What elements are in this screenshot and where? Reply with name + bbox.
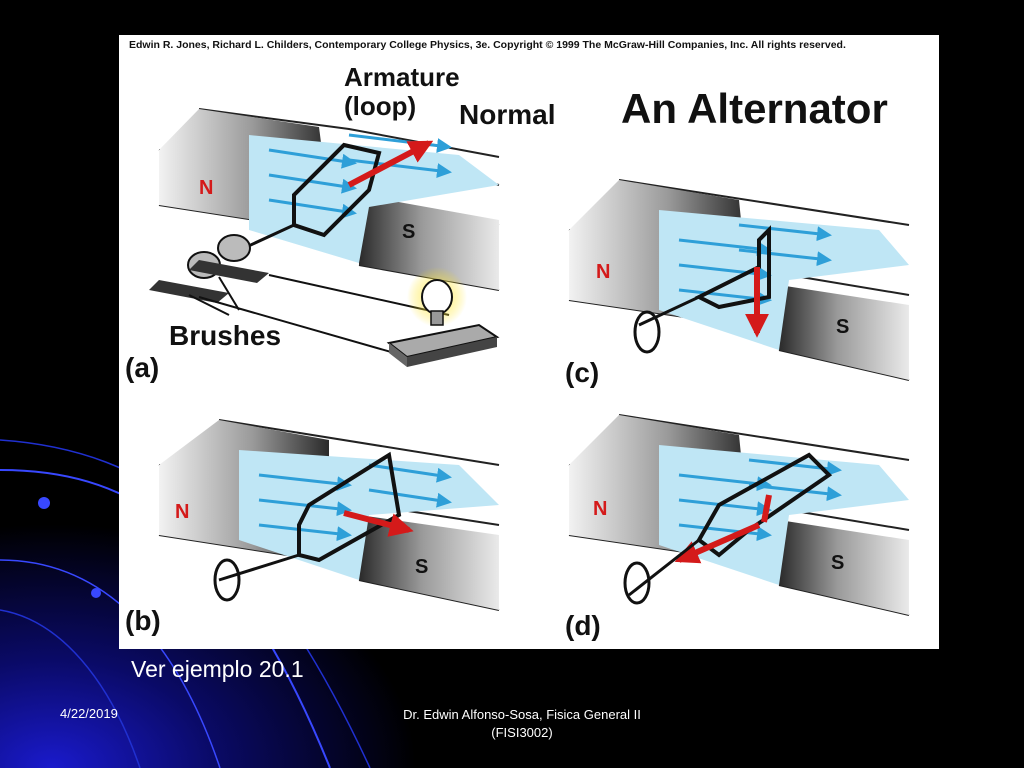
figure-title: An Alternator	[621, 85, 888, 132]
south-pole-label-b: S	[415, 556, 429, 578]
armature-label: Armature (loop)	[344, 63, 460, 121]
author-line2: (FISI3002)	[491, 725, 553, 740]
armature-label-line2: (loop)	[344, 91, 417, 121]
panel-d-drawing	[568, 414, 910, 616]
alternator-drawing	[149, 108, 910, 616]
alternator-figure: Edwin R. Jones, Richard L. Childers, Con…	[119, 35, 939, 649]
panel-a-label: (a)	[125, 352, 160, 383]
panel-b-label: (b)	[125, 605, 161, 636]
north-pole-label-d: N	[593, 498, 608, 520]
panel-c-drawing	[568, 179, 910, 381]
slide-date: 4/22/2019	[60, 706, 118, 721]
panel-d-label: (d)	[565, 610, 601, 641]
figure-caption: Edwin R. Jones, Richard L. Childers, Con…	[129, 39, 846, 51]
north-pole-label-b: N	[175, 501, 190, 523]
brushes-label: Brushes	[169, 320, 282, 351]
armature-label-line1: Armature	[344, 62, 460, 92]
south-pole-label-a: S	[402, 221, 416, 243]
normal-label: Normal	[459, 99, 556, 130]
panel-a-drawing	[149, 108, 500, 367]
north-pole-label-c: N	[596, 261, 611, 283]
author-line1: Dr. Edwin Alfonso-Sosa, Fisica General I…	[403, 707, 641, 722]
slide-author: Dr. Edwin Alfonso-Sosa, Fisica General I…	[372, 706, 672, 742]
south-pole-label-c: S	[836, 316, 850, 338]
panel-b-drawing	[158, 419, 500, 611]
south-pole-label-d: S	[831, 552, 845, 574]
north-pole-label-a: N	[199, 177, 214, 199]
example-note: Ver ejemplo 20.1	[131, 656, 304, 682]
panel-c-label: (c)	[565, 357, 600, 388]
